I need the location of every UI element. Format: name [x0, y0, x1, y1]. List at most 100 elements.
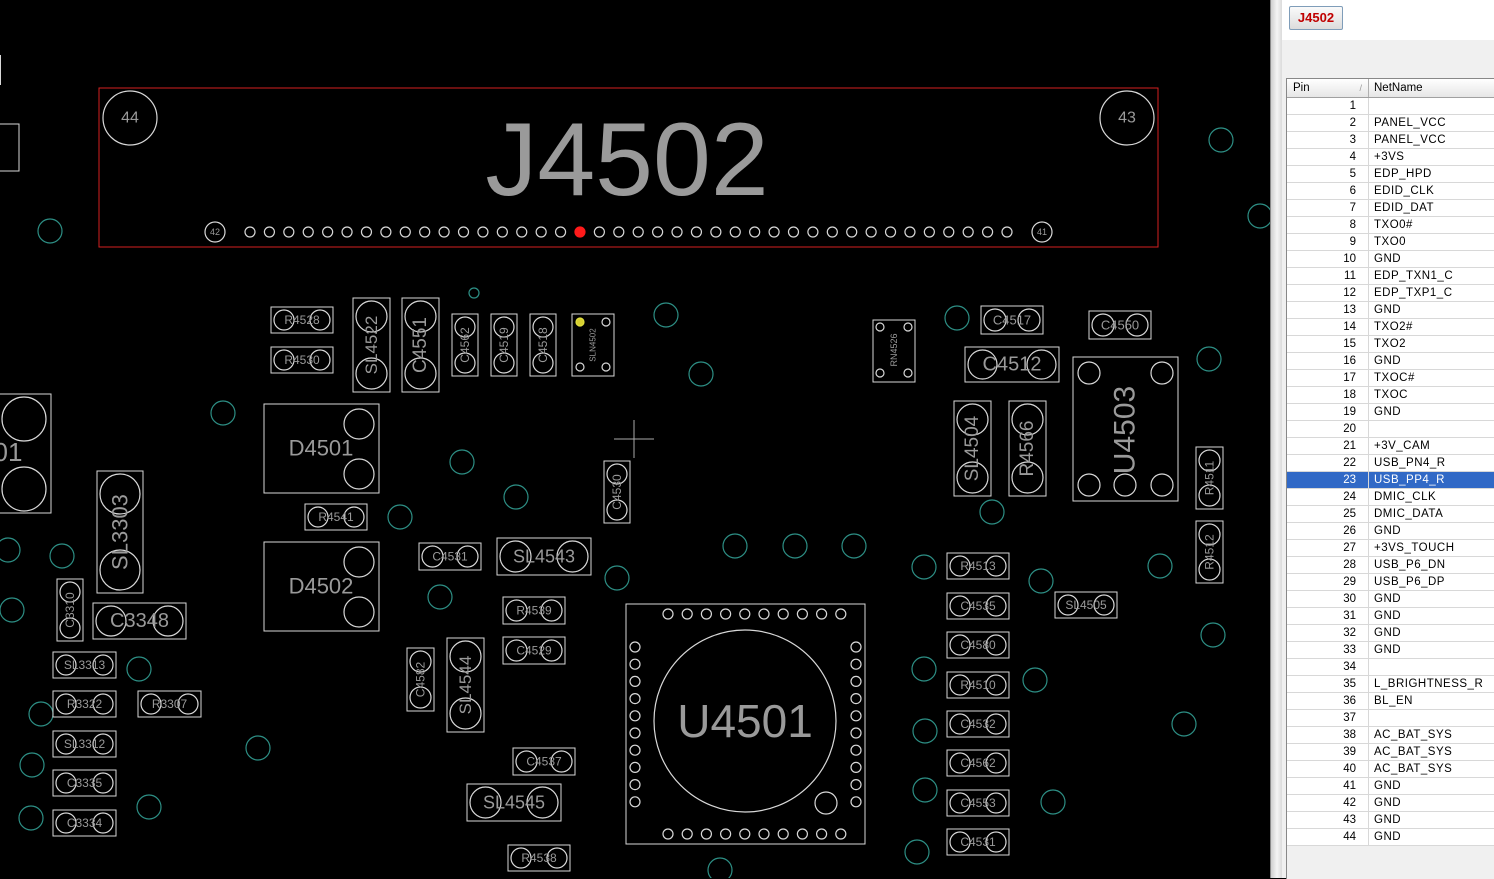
component-outline[interactable] — [0, 393, 52, 514]
panel-splitter[interactable] — [1270, 0, 1283, 878]
component-outline[interactable] — [446, 637, 485, 733]
component-outline[interactable] — [964, 346, 1060, 383]
component-outline[interactable] — [466, 783, 562, 822]
component-outline[interactable] — [507, 844, 571, 872]
component-outline[interactable] — [451, 313, 479, 377]
component-outline[interactable] — [1088, 310, 1152, 340]
component-outline[interactable] — [946, 828, 1010, 856]
component-outline[interactable] — [946, 592, 1010, 620]
component-outline[interactable] — [529, 313, 557, 377]
component-outline[interactable] — [1072, 356, 1179, 502]
component-outline[interactable] — [0, 123, 20, 172]
component-outline[interactable] — [137, 690, 202, 718]
component-outline[interactable] — [1008, 400, 1047, 497]
component-outline[interactable] — [946, 710, 1010, 738]
component-outline[interactable] — [625, 603, 866, 845]
component-outline[interactable] — [872, 319, 916, 383]
component-outline[interactable] — [52, 730, 117, 758]
component-outline[interactable] — [52, 651, 117, 679]
component-outline[interactable] — [406, 647, 435, 712]
column-header-netname[interactable]: NetName — [1374, 82, 1423, 94]
component-outline[interactable] — [946, 749, 1010, 777]
component-outline[interactable] — [56, 578, 84, 642]
component-outline[interactable] — [980, 305, 1044, 335]
component-outline[interactable] — [263, 541, 380, 632]
part-name-button[interactable]: J4502 — [1289, 6, 1343, 30]
component-outline[interactable] — [1195, 446, 1224, 510]
component-outline[interactable] — [502, 596, 566, 625]
component-outline[interactable] — [1195, 520, 1224, 584]
pin-row[interactable]: 21+3V_CAM — [1287, 438, 1494, 455]
component-outline[interactable] — [1054, 591, 1118, 619]
pin-row[interactable]: 4+3VS — [1287, 149, 1494, 166]
component-outline[interactable] — [946, 671, 1010, 699]
component-outline[interactable] — [52, 690, 117, 718]
component-outline[interactable] — [946, 789, 1010, 817]
component-outline[interactable] — [946, 552, 1010, 580]
column-header-pin[interactable]: Pin / — [1287, 79, 1369, 97]
component-outline[interactable] — [512, 747, 576, 776]
component-outline[interactable] — [304, 503, 368, 531]
component-outline[interactable] — [270, 346, 334, 374]
pin-row[interactable]: 37 — [1287, 710, 1494, 727]
component-outline[interactable] — [92, 602, 187, 640]
component-outline[interactable] — [953, 400, 992, 497]
component-outline[interactable] — [490, 313, 518, 377]
component-outline[interactable] — [352, 297, 391, 393]
component-outline[interactable] — [52, 769, 117, 797]
connector-outline[interactable] — [98, 87, 1159, 248]
component-outline[interactable] — [270, 306, 334, 334]
pin-row[interactable]: 27+3VS_TOUCH — [1287, 540, 1494, 557]
component-outline[interactable] — [52, 809, 117, 837]
component-outline[interactable] — [946, 631, 1010, 659]
pin-row[interactable]: 20 — [1287, 421, 1494, 438]
component-outline[interactable] — [502, 636, 566, 665]
component-outline[interactable] — [603, 460, 631, 524]
component-outline[interactable] — [263, 403, 380, 494]
component-outline[interactable] — [496, 537, 592, 576]
component-outline[interactable] — [571, 313, 615, 377]
component-outline[interactable] — [418, 542, 482, 571]
component-outline[interactable] — [401, 297, 440, 393]
pin-row[interactable]: 34 — [1287, 659, 1494, 676]
pin-row[interactable]: 1 — [1287, 98, 1494, 115]
